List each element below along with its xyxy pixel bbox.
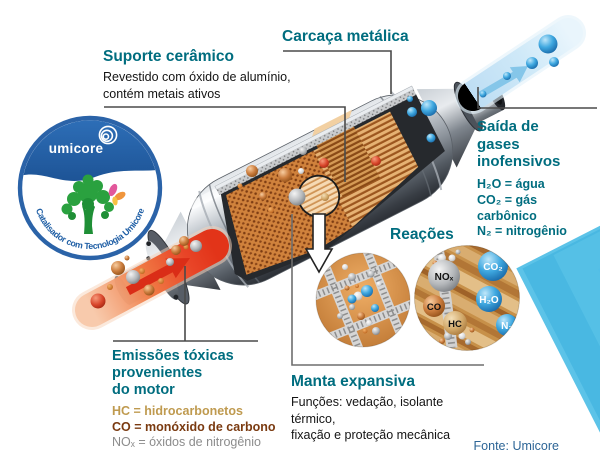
chem-n2: N₂ = nitrogênio [477, 224, 567, 239]
outlet-arrow [478, 66, 528, 98]
co2-sphere [478, 251, 508, 281]
umicore-badge: umicore Catalisador com Tecnologia Umico… [17, 115, 163, 261]
legend-hc: HC = hidrocarbonetos [112, 404, 243, 419]
nox-sphere [428, 260, 460, 292]
label-clean-gases: Saída de gases inofensivos H₂O = água CO… [477, 118, 597, 240]
n2-label: N₂ [501, 321, 513, 332]
co-sphere [423, 295, 445, 317]
leader-lines [104, 50, 597, 366]
expansion-mat-title: Manta expansiva [291, 373, 416, 390]
ceramic-support-title: Suporte cerâmico [103, 48, 234, 65]
toxic-emissions-beam [72, 226, 232, 330]
leader-emissoes [113, 266, 258, 342]
chem-co2: CO₂ = gás carbônico [477, 192, 538, 223]
badge-dome [22, 120, 158, 181]
label-ceramic-support: Suporte cerâmico Revestido com óxido de … [103, 48, 303, 102]
zoom-down-arrow [304, 213, 334, 274]
leader-carcaca [283, 50, 392, 94]
reactions-detail-right-circle: NOₓ CO HC CO₂ H₂O N₂ [414, 245, 520, 351]
inlet-arrow [125, 258, 190, 295]
label-metal-casing: Carcaça metálica [282, 28, 409, 45]
expansion-mat-layer [216, 89, 417, 196]
clean-gases-title: Saída de gases inofensivos [477, 118, 561, 171]
leader-saida [477, 87, 597, 109]
reactions-detail-left-circle [315, 252, 411, 348]
ceramic-support-desc: Revestido com óxido de alumínio, contém … [103, 70, 291, 101]
butterfly-icon [108, 183, 126, 206]
expansion-mat-desc: Funções: vedação, isolante térmico, fixa… [291, 395, 451, 442]
hc-label: HC [448, 319, 462, 330]
umicore-swirl-icon [98, 125, 118, 145]
badge-brand-wordmark: umicore [49, 141, 104, 156]
leader-suporte [104, 106, 346, 182]
legend-nox: NOₓ = óxidos de nitrogênio [112, 434, 261, 449]
h2o-sphere [476, 286, 502, 312]
gas-molecules [237, 96, 437, 213]
toxic-emissions-title: Emissões tóxicas provenientes do motor [112, 348, 234, 399]
co-label: CO [427, 302, 441, 313]
leader-manta [291, 214, 484, 366]
chem-h2o: H₂O = água [477, 177, 545, 192]
nox-label: NOₓ [435, 272, 454, 283]
label-toxic-emissions: Emissões tóxicas provenientes do motor H… [112, 348, 287, 450]
tree-icon [61, 174, 114, 234]
legend-co: CO = monóxido de carbono [112, 419, 276, 434]
source-credit: Fonte: Umicore [473, 439, 559, 453]
label-expansion-mat: Manta expansiva Funções: vedação, isolan… [291, 373, 491, 443]
label-reactions: Reações [390, 226, 454, 243]
co2-label: CO₂ [483, 262, 502, 273]
clean-gases-beam [455, 15, 586, 114]
hc-sphere [443, 311, 467, 335]
h2o-label: H₂O [479, 295, 499, 306]
